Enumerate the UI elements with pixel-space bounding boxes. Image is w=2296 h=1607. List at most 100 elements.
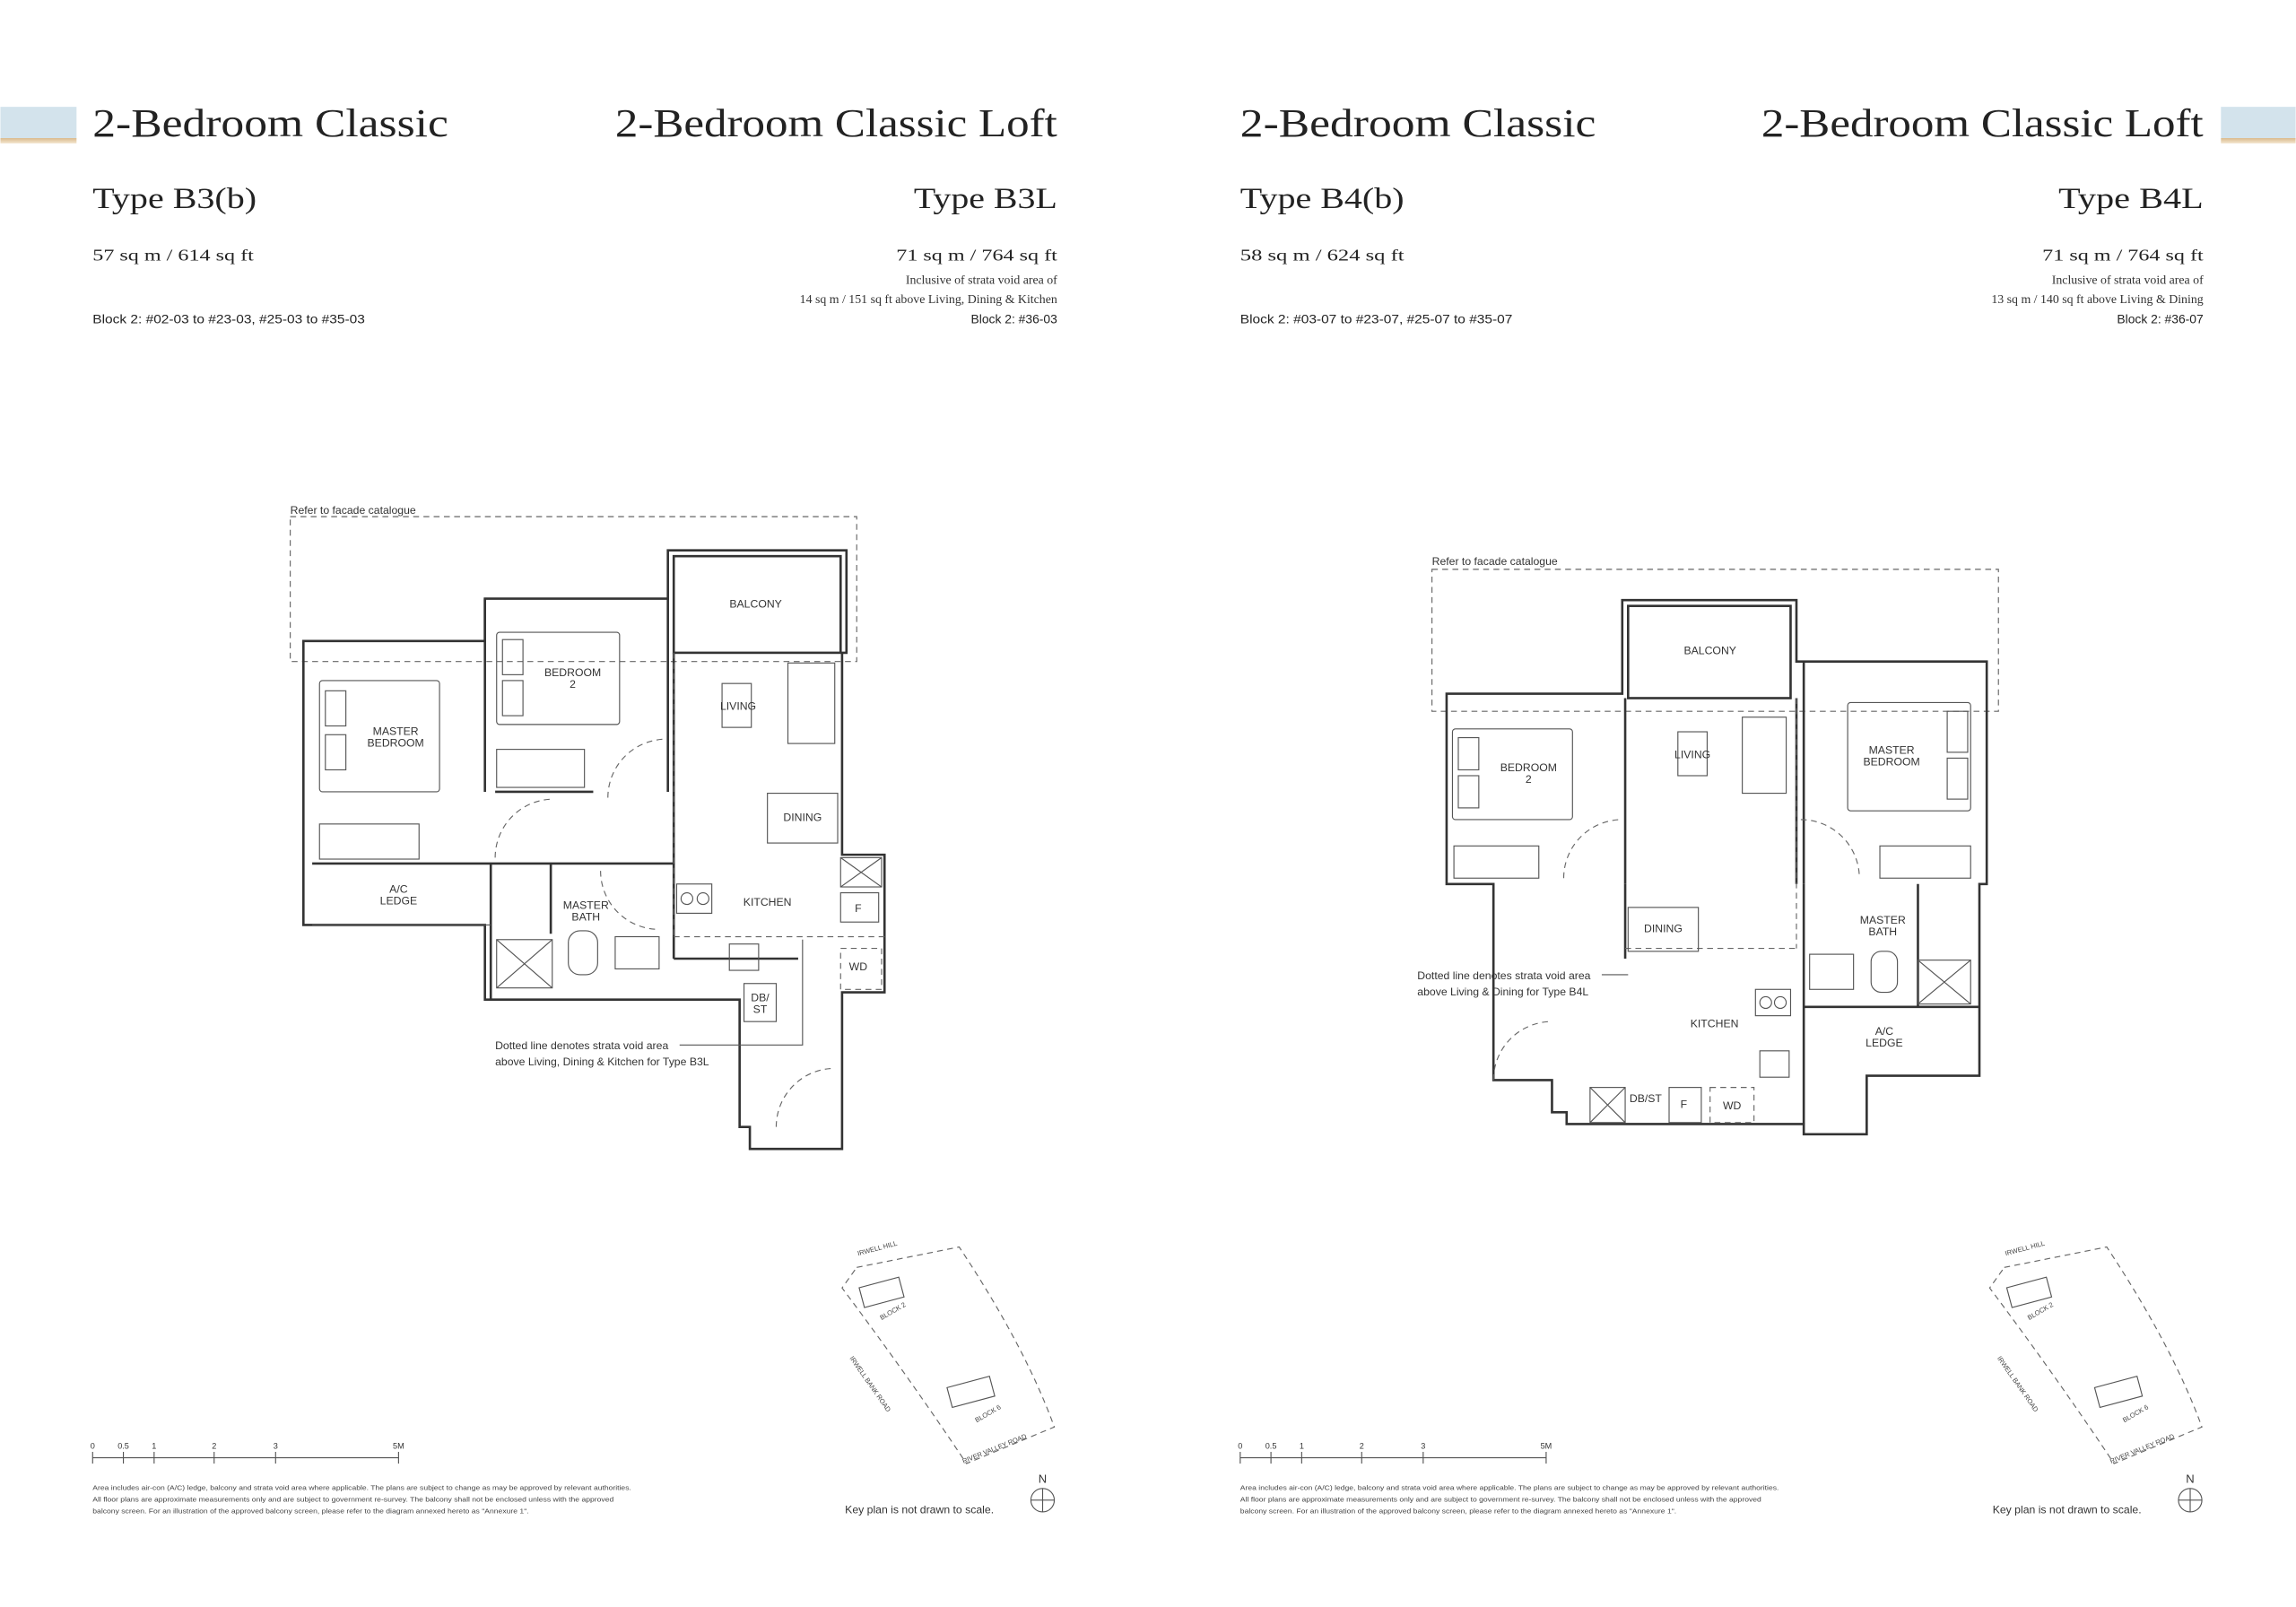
void-note: 13 sq m / 140 sq ft above Living & Dinin… <box>1991 293 2203 307</box>
unit-title: 2-Bedroom Classic <box>1240 101 1596 145</box>
room-label-bedroom-2-number: 2 <box>570 678 576 691</box>
room-label-master-bedroom: MASTER <box>1869 744 1915 757</box>
block-label: BLOCK 6 <box>974 1403 1003 1424</box>
north-arrow-icon <box>2178 1488 2203 1513</box>
unit-area: 57 sq m / 614 sq ft <box>92 247 254 265</box>
unit-blocks: Block 2: #36-03 <box>970 312 1057 326</box>
unit-blocks: Block 2: #02-03 to #23-03, #25-03 to #35… <box>92 312 365 326</box>
room-label-kitchen: KITCHEN <box>1691 1018 1739 1030</box>
room-label-dining: DINING <box>783 812 822 824</box>
balcony-room <box>672 554 842 655</box>
unit-type: Type B4(b) <box>1240 183 1405 215</box>
void-annotation: above Living & Dining for Type B4L <box>1417 986 1588 998</box>
scale-label: 2 <box>1360 1442 1364 1451</box>
room-label-bedroom-2-number: 2 <box>1526 773 1532 786</box>
room-label-dbst: DB/ <box>751 991 770 1003</box>
scale-bar: 0 0.5 1 2 3 5M <box>91 1442 404 1464</box>
scale-label: 5M <box>393 1442 404 1451</box>
room-label-bedroom-2: BEDROOM <box>1500 761 1557 774</box>
void-annotation: Dotted line denotes strata void area <box>1417 969 1590 982</box>
scale-label: 0 <box>1238 1442 1242 1451</box>
block-label: BLOCK 2 <box>2026 1300 2055 1322</box>
north-label: N <box>2186 1472 2194 1485</box>
scale-label: 1 <box>152 1442 156 1451</box>
room-label-ac-ledge: LEDGE <box>1866 1037 1902 1049</box>
void-note: 14 sq m / 151 sq ft above Living, Dining… <box>800 293 1057 307</box>
unit-title: 2-Bedroom Classic Loft <box>615 101 1057 145</box>
room-label-master-bedroom: MASTER <box>373 725 419 737</box>
room-label-fridge: F <box>1681 1098 1687 1110</box>
road-label: RIVER VALLEY ROAD <box>2109 1432 2176 1465</box>
road-label: IRWELL BANK ROAD <box>848 1355 892 1414</box>
key-plan-note: Key plan is not drawn to scale. <box>845 1504 994 1516</box>
disclaimer: balcony screen. For an illustration of t… <box>92 1507 528 1516</box>
void-note: Inclusive of strata void area of <box>2052 274 2204 288</box>
room-label-master-bedroom: BEDROOM <box>1863 756 1919 769</box>
scale-bar: 0 0.5 1 2 3 5M <box>1238 1442 1552 1464</box>
scale-label: 0.5 <box>117 1442 129 1451</box>
room-label-master-bath: BATH <box>1868 925 1897 938</box>
unit-blocks: Block 2: #03-07 to #23-07, #25-07 to #35… <box>1240 312 1513 326</box>
void-annotation: Dotted line denotes strata void area <box>495 1039 668 1052</box>
room-label-living: LIVING <box>720 700 756 713</box>
disclaimer: All floor plans are approximate measurem… <box>92 1495 613 1503</box>
scale-label: 3 <box>274 1442 278 1451</box>
unit-area: 58 sq m / 624 sq ft <box>1240 247 1405 265</box>
disclaimer: All floor plans are approximate measurem… <box>1240 1495 1761 1503</box>
scale-label: 2 <box>212 1442 216 1451</box>
void-note: Inclusive of strata void area of <box>906 274 1057 288</box>
scale-label: 1 <box>1300 1442 1304 1451</box>
room-label-kitchen: KITCHEN <box>744 896 792 908</box>
unit-area: 71 sq m / 764 sq ft <box>2042 247 2204 265</box>
disclaimer: Area includes air-con (A/C) ledge, balco… <box>92 1483 631 1491</box>
key-plan: IRWELL HILL BLOCK 2 IRWELL BANK ROAD BLO… <box>1988 1239 2203 1465</box>
key-plan-note: Key plan is not drawn to scale. <box>1993 1504 2142 1516</box>
unit-area: 71 sq m / 764 sq ft <box>896 247 1057 265</box>
scale-label: 3 <box>1421 1442 1425 1451</box>
block-label: BLOCK 6 <box>2121 1403 2150 1424</box>
room-label-dining: DINING <box>1644 923 1683 935</box>
room-label-master-bedroom: BEDROOM <box>368 736 424 749</box>
scale-label: 0 <box>91 1442 95 1451</box>
unit-type: Type B3(b) <box>92 183 257 215</box>
room-label-ac-ledge: A/C <box>389 883 408 896</box>
room-label-ac-ledge: A/C <box>1875 1025 1894 1038</box>
scale-label: 0.5 <box>1265 1442 1277 1451</box>
unit-blocks: Block 2: #36-07 <box>2117 312 2204 326</box>
right-page-footer: 0 0.5 1 2 3 5M Area includes air-con (A/… <box>1238 1239 2203 1516</box>
room-label-master-bath: MASTER <box>563 899 609 912</box>
room-label-ac-ledge: LEDGE <box>380 895 417 908</box>
north-label: N <box>1039 1472 1047 1485</box>
floor-plan-b4: Refer to facade catalogue <box>1417 555 1999 1136</box>
room-label-dbst: ST <box>753 1003 768 1015</box>
accent-bar-left <box>0 107 77 143</box>
room-label-wd: WD <box>1723 1099 1742 1112</box>
unit-type: Type B3L <box>914 183 1057 215</box>
left-page-header: 2-Bedroom Classic Type B3(b) 57 sq m / 6… <box>92 101 1057 326</box>
outer-wall <box>301 549 886 1151</box>
room-label-fridge: F <box>855 902 861 915</box>
disclaimer: balcony screen. For an illustration of t… <box>1240 1507 1676 1516</box>
facade-outline <box>1431 569 1999 712</box>
key-plan: IRWELL HILL BLOCK 2 IRWELL BANK ROAD BLO… <box>841 1239 1056 1465</box>
outer-wall <box>1445 598 1988 1136</box>
room-label-master-bath: BATH <box>571 911 600 924</box>
facade-note: Refer to facade catalogue <box>291 504 416 517</box>
room-label-balcony: BALCONY <box>1683 645 1735 657</box>
room-label-balcony: BALCONY <box>729 597 781 610</box>
unit-title: 2-Bedroom Classic <box>92 101 448 145</box>
floor-plan-b3: Refer to facade catalogue <box>290 504 886 1151</box>
north-arrow-icon <box>1030 1488 1056 1513</box>
unit-type: Type B4L <box>2058 183 2204 215</box>
disclaimer: Area includes air-con (A/C) ledge, balco… <box>1240 1483 1779 1491</box>
room-label-dbst: DB/ST <box>1630 1092 1663 1105</box>
room-label-living: LIVING <box>1674 748 1710 760</box>
right-page-header: 2-Bedroom Classic Type B4(b) 58 sq m / 6… <box>1240 101 2204 326</box>
road-label: IRWELL HILL <box>2005 1239 2046 1257</box>
facade-note: Refer to facade catalogue <box>1432 555 1558 568</box>
road-label: IRWELL BANK ROAD <box>1996 1355 2040 1414</box>
block-label: BLOCK 2 <box>878 1300 907 1322</box>
road-label: RIVER VALLEY ROAD <box>961 1432 1029 1465</box>
balcony-room <box>1627 604 1792 699</box>
